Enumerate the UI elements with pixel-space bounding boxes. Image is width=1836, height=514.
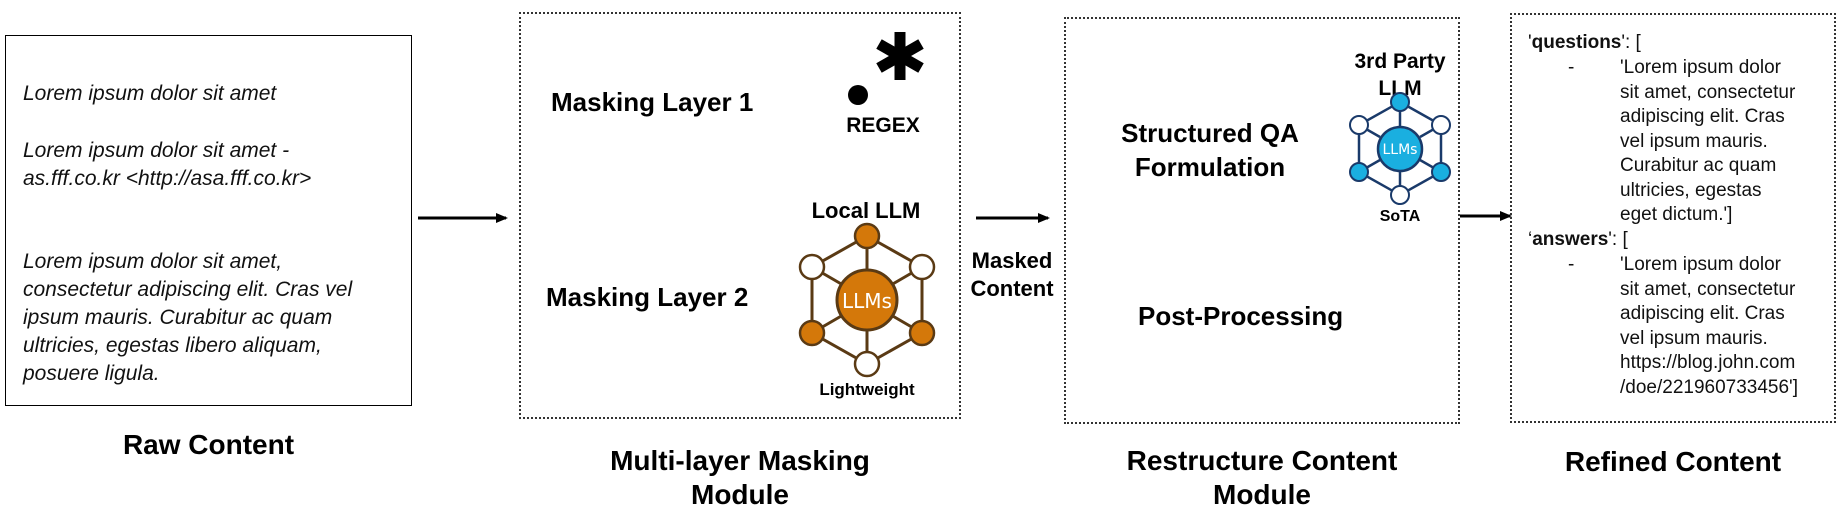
local-llm-network-icon: LLMs xyxy=(798,222,936,378)
lightweight-label: Lightweight xyxy=(819,380,915,399)
raw-content-box: Lorem ipsum dolor sit amet Lorem ipsum d… xyxy=(5,35,412,406)
raw-text-line: ultricies, egestas libero aliquam, xyxy=(23,334,322,357)
third-party-llm-label: 3rd Party LLM xyxy=(1340,48,1460,102)
raw-text-line: ipsum mauris. Curabitur ac quam xyxy=(23,306,333,329)
answers-line: 'Lorem ipsum dolor xyxy=(1620,254,1781,275)
refined-content-caption: Refined Content xyxy=(1564,446,1782,477)
questions-list: 'Lorem ipsum dolor sit amet, consectetur… xyxy=(1620,56,1795,228)
questions-bracket: ': [ xyxy=(1621,32,1641,53)
questions-key: questions xyxy=(1531,32,1622,53)
restructure-module-caption: Restructure Content Module xyxy=(1064,444,1460,512)
sota-llms-text: LLMs xyxy=(1383,142,1418,158)
regex-label: REGEX xyxy=(846,114,920,137)
masking-module-caption: Multi-layer Masking Module xyxy=(519,444,961,512)
qa-line2: Formulation xyxy=(1134,152,1286,182)
raw-text-line: posuere ligula. xyxy=(23,362,160,385)
raw-text-line: Lorem ipsum dolor sit amet xyxy=(23,82,277,105)
answers-key: answers xyxy=(1532,229,1609,250)
questions-dash: - xyxy=(1568,57,1575,78)
answers-list: 'Lorem ipsum dolor sit amet, consectetur… xyxy=(1620,253,1798,400)
masked-label-line2: Content xyxy=(970,276,1054,301)
answers-line: https://blog.john.com xyxy=(1620,352,1796,373)
raw-text-line: Lorem ipsum dolor sit amet, xyxy=(23,250,283,273)
local-llm-label: Local LLM xyxy=(811,198,921,223)
answers-bracket: ': [ xyxy=(1608,229,1628,250)
qa-line1: Structured QA xyxy=(1121,118,1299,148)
masked-label-line1: Masked xyxy=(971,248,1053,273)
answers-line: adipiscing elit. Cras xyxy=(1620,303,1785,324)
raw-text-line: as.fff.co.kr <http://asa.fff.co.kr> xyxy=(23,167,312,190)
questions-line: ultricies, egestas xyxy=(1620,179,1762,201)
third-party-llm-network-icon: LLMs xyxy=(1349,92,1451,205)
refined-content-box xyxy=(1510,13,1836,423)
restructure-module-box xyxy=(1064,17,1460,424)
post-processing-label: Post-Processing xyxy=(1138,301,1344,331)
answers-key-line: ‘answers': [ xyxy=(1528,228,1628,253)
answers-line: vel ipsum mauris. xyxy=(1620,327,1768,349)
raw-content-caption: Raw Content xyxy=(122,429,295,460)
raw-text-line: Lorem ipsum dolor sit amet - xyxy=(23,139,290,162)
regex-icon xyxy=(848,32,924,105)
answers-line: /doe/221960733456'] xyxy=(1620,376,1798,398)
questions-line: Curabitur ac quam xyxy=(1620,155,1777,176)
local-llms-text: LLMs xyxy=(842,289,892,313)
masking-layer-2-label: Masking Layer 2 xyxy=(546,282,749,312)
structured-qa-label: Structured QA Formulation xyxy=(1095,116,1325,184)
masking-caption-line1: Multi-layer Masking xyxy=(610,445,870,476)
questions-key-line: 'questions': [ xyxy=(1528,31,1641,56)
questions-line: vel ipsum mauris. xyxy=(1620,130,1768,152)
restructure-caption-line2: Module xyxy=(1213,479,1311,510)
masking-layer-1-label: Masking Layer 1 xyxy=(551,87,754,117)
questions-line: adipiscing elit. Cras xyxy=(1620,106,1785,127)
third-party-line1: 3rd Party xyxy=(1354,50,1446,73)
masking-caption-line2: Module xyxy=(691,479,789,510)
restructure-caption-line1: Restructure Content xyxy=(1126,445,1398,476)
raw-text-line: consectetur adipiscing elit. Cras vel xyxy=(23,278,353,301)
questions-line: 'Lorem ipsum dolor xyxy=(1620,57,1781,78)
masked-content-label: Masked Content xyxy=(961,247,1063,303)
sota-label: SoTA xyxy=(1379,208,1421,225)
answers-open-quote: ‘ xyxy=(1528,229,1533,250)
answers-line: sit amet, consectetur xyxy=(1620,278,1796,300)
questions-open-quote: ' xyxy=(1528,32,1532,53)
masking-module-box xyxy=(519,12,961,419)
questions-line: sit amet, consectetur xyxy=(1620,81,1796,103)
third-party-line2: LLM xyxy=(1378,77,1422,100)
answers-dash: - xyxy=(1568,254,1575,275)
questions-line: eget dictum.'] xyxy=(1620,204,1733,225)
